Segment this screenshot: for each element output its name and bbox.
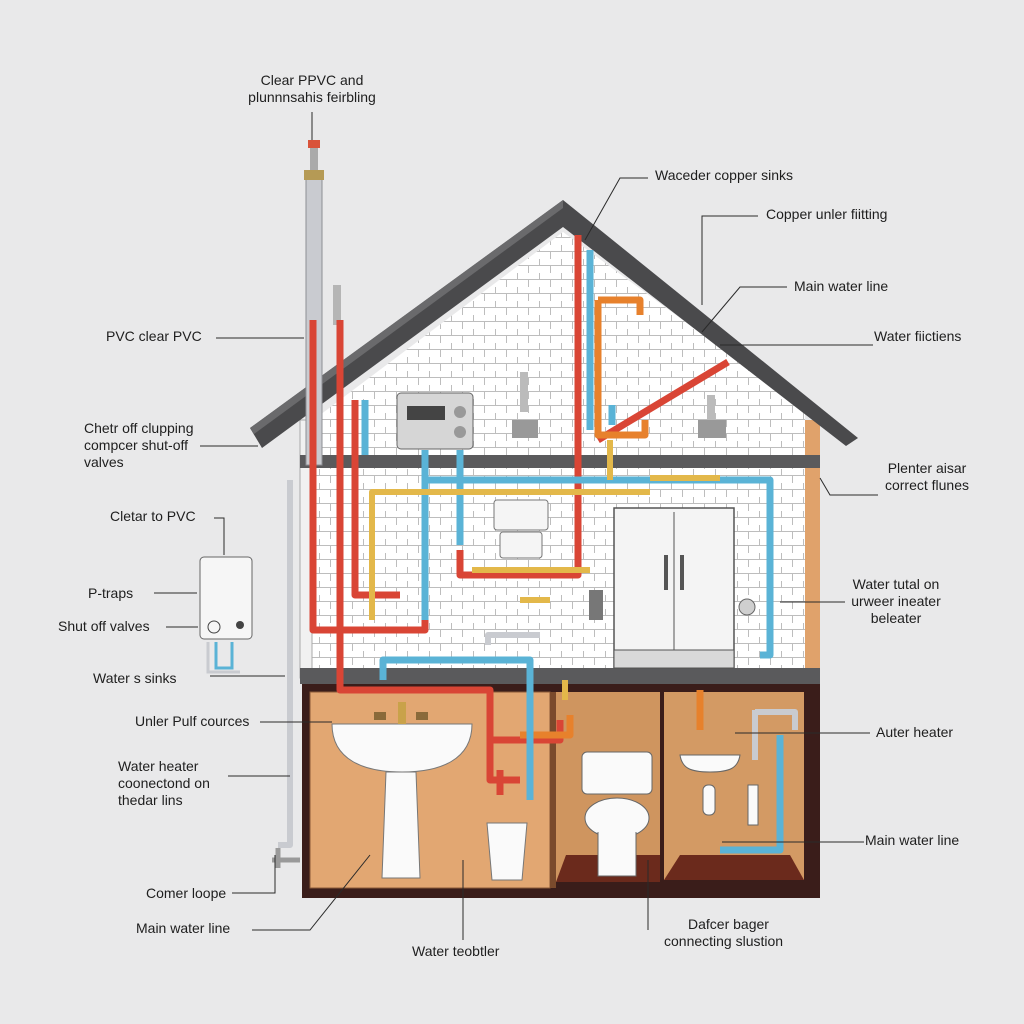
- hot-water-lines: [309, 235, 730, 795]
- label-copper-unler: Copper unler fiitting: [766, 206, 888, 222]
- pedestal-sink: [331, 702, 473, 879]
- corner-loop-fitting: [272, 848, 300, 868]
- label-top-vent-line-1: Clear PPVC and: [260, 72, 364, 88]
- label-plenter-aisar-line-1: Plenter aisar: [887, 460, 967, 476]
- label-top-vent: Clear PPVC and plunnnsahis feirbling: [232, 72, 392, 106]
- roof: [250, 200, 858, 448]
- label-clear-to-pvc: Cletar to PVC: [110, 508, 196, 524]
- gas-lines: [369, 440, 720, 700]
- label-shutoff-clamp-line-1: Chetr off clupping: [84, 420, 194, 436]
- label-shutoff-clamp: Chetr off clupping compcer shut-off valv…: [84, 420, 193, 471]
- pvc-lines: [278, 480, 798, 848]
- label-heater-connect-line-3: thedar lins: [118, 792, 183, 808]
- label-water-tutal-line-3: beleater: [870, 610, 922, 626]
- label-shutoff-clamp-line-3: valves: [84, 454, 124, 470]
- copper-lines: [520, 296, 704, 739]
- label-water-tutal-line-2: urweer ineater: [851, 593, 941, 609]
- attic-valve-left: [512, 372, 538, 438]
- label-water-sinks: Water s sinks: [93, 670, 177, 686]
- attic-valve-right: [698, 395, 726, 438]
- label-plenter-aisar-line-2: correct flunes: [884, 477, 970, 493]
- label-dafcer-hanger-line-2: connecting slustion: [664, 933, 784, 949]
- label-dafcer-hanger-line-1: Dafcer bager: [688, 916, 769, 932]
- label-water-teobtler: Water teobtler: [412, 943, 500, 959]
- label-pvc-clear: PVC clear PVC: [106, 328, 202, 344]
- label-plenter-aisar: Plenter aisar correct flunes: [868, 460, 986, 494]
- waste-bin: [486, 822, 528, 881]
- external-water-heater: [199, 556, 253, 674]
- label-heater-connect-line-2: coonectond on: [118, 775, 210, 791]
- cold-water-lines: [361, 250, 784, 854]
- label-corner-loop: Comer loope: [146, 885, 227, 901]
- label-heater-connect-line-1: Water heater: [118, 758, 199, 774]
- label-waceder-copper: Waceder copper sinks: [655, 167, 793, 183]
- label-main-line-bottom-left: Main water line: [136, 920, 231, 936]
- wall-basin: [679, 754, 759, 826]
- label-water-fitchens: Water fiictiens: [874, 328, 962, 344]
- label-main-line-right: Main water line: [794, 278, 889, 294]
- upper-toilet-tank: [493, 499, 549, 559]
- label-under-pulf: Unler Pulf cources: [135, 713, 250, 729]
- label-main-line-bottom-right: Main water line: [865, 832, 960, 848]
- label-auter-heater: Auter heater: [876, 724, 954, 740]
- toilet: [581, 751, 653, 877]
- wall-gauge: [738, 598, 756, 616]
- leader-lines: [154, 112, 878, 940]
- upper-floor-slab: [300, 455, 820, 468]
- right-outer-wall: [299, 419, 820, 680]
- label-shutoff-clamp-line-2: compcer shut-off: [84, 437, 189, 453]
- label-shut-off-valves: Shut off valves: [58, 618, 150, 634]
- label-water-tutal-line-1: Water tutal on: [852, 576, 940, 592]
- label-p-traps: P-traps: [88, 585, 134, 601]
- ground-floor-slab: [300, 668, 820, 684]
- shutoff-box: [589, 590, 603, 620]
- label-heater-connect: Water heater coonectond on thedar lins: [118, 758, 210, 809]
- label-top-vent-line-2: plunnnsahis feirbling: [248, 89, 376, 105]
- label-water-tutal: Water tutal on urweer ineater beleater: [836, 576, 956, 627]
- refrigerator: [613, 507, 735, 669]
- label-dafcer-hanger: Dafcer bager connecting slustion: [664, 916, 783, 950]
- wall-heater-unit: [396, 392, 474, 450]
